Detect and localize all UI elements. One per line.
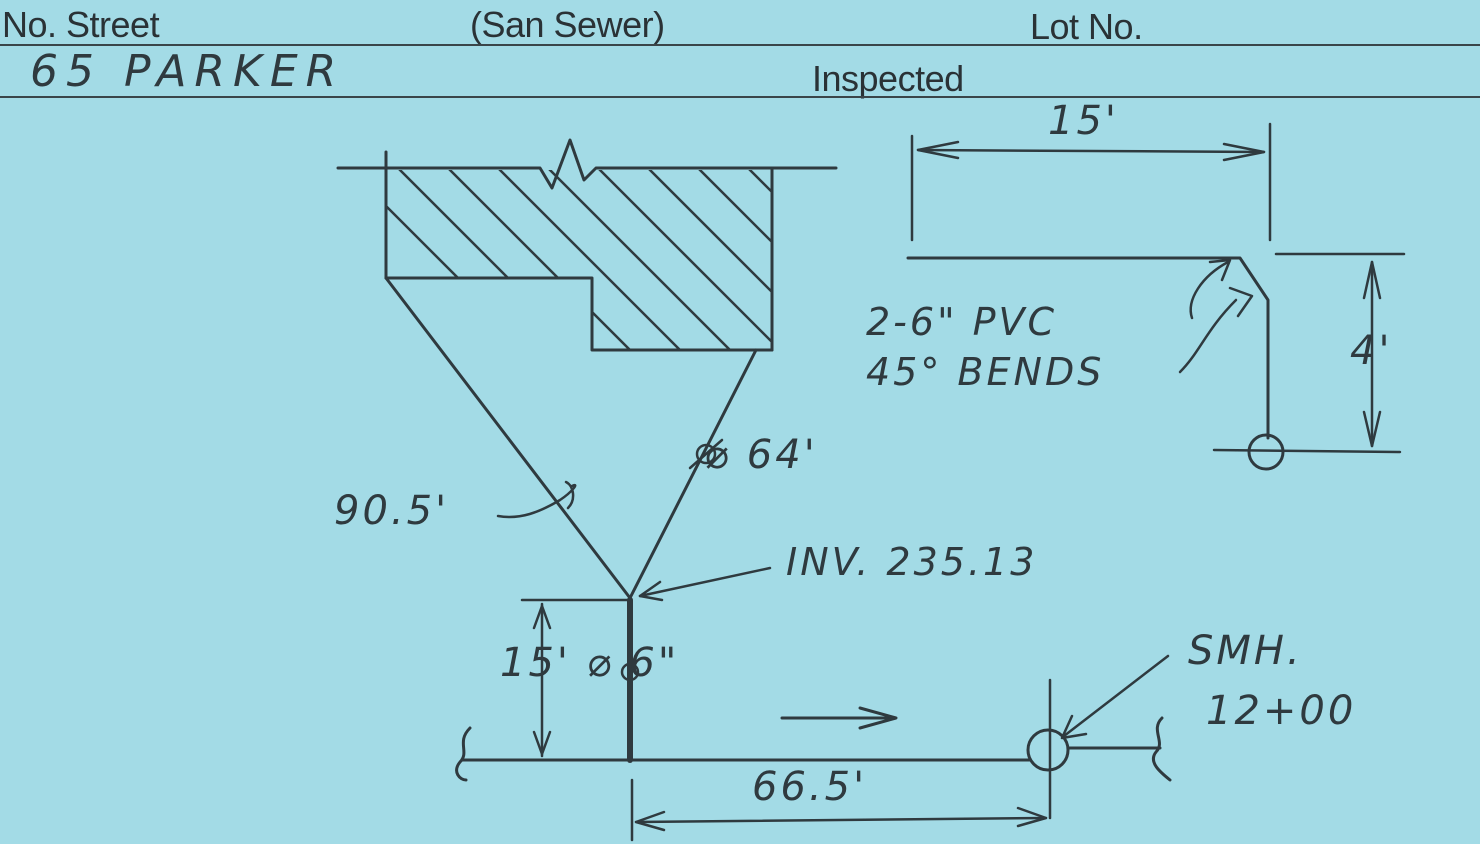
main-sewer-line xyxy=(455,706,1172,782)
invert-leader xyxy=(638,566,772,602)
street-label: No. Street xyxy=(2,4,160,45)
manhole-symbol xyxy=(1026,654,1170,820)
right-drain-length: ⌀ 64' xyxy=(704,432,818,478)
lot-label: Lot No. xyxy=(1030,6,1143,47)
building-hatch xyxy=(386,170,772,350)
building-drain-lines xyxy=(384,276,758,600)
header-rule-bottom xyxy=(0,96,1480,98)
type-label: (San Sewer) xyxy=(470,4,665,45)
main-length: 66.5' xyxy=(752,764,868,810)
left-drain-length: 90.5' xyxy=(334,488,450,534)
bend-top-dimension: 15' xyxy=(1048,98,1119,144)
station-label: 12+00 xyxy=(1206,688,1357,734)
address-handwritten: 65 PARKER xyxy=(30,46,345,97)
bend-note-line2: 45° BENDS xyxy=(866,350,1105,394)
bend-detail xyxy=(906,122,1406,471)
lateral-length-size: 15' ⌀ 6" xyxy=(500,640,680,686)
main-dimension xyxy=(630,778,1048,842)
lateral-dimension xyxy=(520,598,640,758)
invert-elevation: INV. 235.13 xyxy=(786,540,1038,584)
building-outline xyxy=(336,138,838,352)
bend-side-dimension: 4' xyxy=(1350,328,1393,374)
bend-note-line1: 2-6" PVC xyxy=(866,300,1058,344)
inspected-label: Inspected xyxy=(812,58,964,99)
manhole-label: SMH. xyxy=(1188,628,1303,674)
header-rule-top xyxy=(0,44,1480,46)
